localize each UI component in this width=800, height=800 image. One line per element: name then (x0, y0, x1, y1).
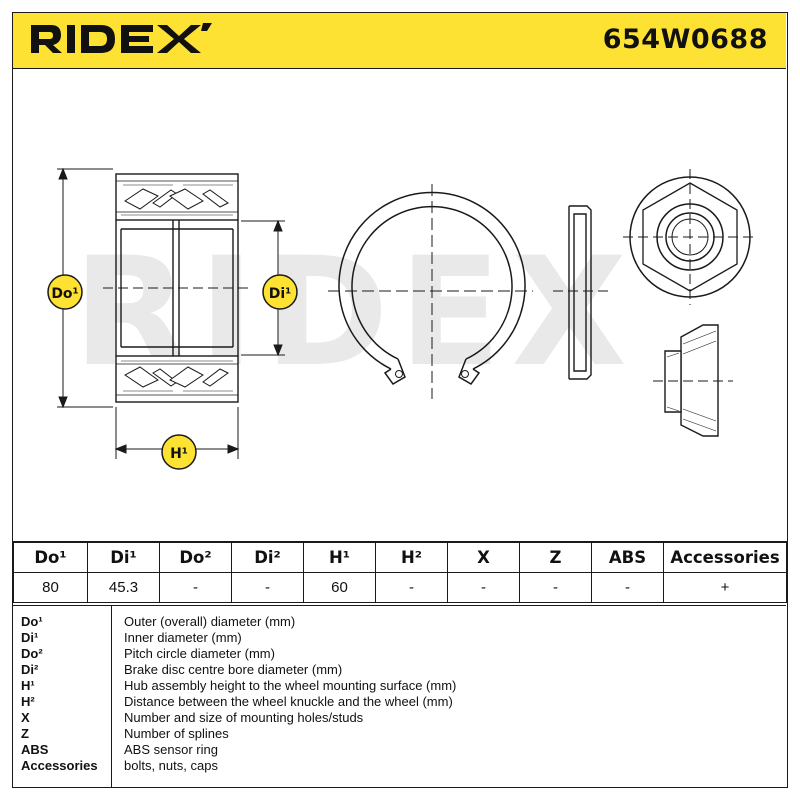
spec-value: - (375, 572, 448, 603)
circlip-drawing (328, 184, 533, 399)
spec-value: - (447, 572, 520, 603)
spec-header-row: Do¹ Di¹ Do² Di² H¹ H² X Z ABS Accessorie… (13, 541, 787, 573)
hex-nut-front (623, 169, 758, 305)
legend-row: X Number and size of mounting holes/stud… (13, 710, 786, 726)
spec-value: - (591, 572, 664, 603)
legend-key: ABS (21, 742, 49, 757)
legend-row: Z Number of splines (13, 726, 786, 742)
hex-nut-section (653, 324, 733, 437)
di-badge-label: Di¹ (269, 286, 292, 302)
legend-desc: ABS sensor ring (124, 742, 218, 757)
legend-key: H¹ (21, 678, 35, 693)
spec-value: - (519, 572, 592, 603)
do-badge-label: Do¹ (51, 286, 78, 302)
legend-desc: Pitch circle diameter (mm) (124, 646, 275, 661)
legend-key: H² (21, 694, 35, 709)
spec-value: - (159, 572, 232, 603)
legend-key: Accessories (21, 758, 98, 773)
technical-drawing: RIDEX (13, 69, 786, 535)
legend-row: Do¹ Outer (overall) diameter (mm) (13, 614, 786, 630)
legend-divider (111, 606, 112, 787)
legend-desc: Number and size of mounting holes/studs (124, 710, 364, 725)
legend-key: X (21, 710, 30, 725)
spec-header: ABS (591, 541, 664, 573)
di-badge: Di¹ (262, 274, 298, 310)
spec-value: 80 (13, 572, 88, 603)
legend-desc: Number of splines (124, 726, 229, 741)
legend-key: Do² (21, 646, 43, 661)
bearing-section (103, 173, 253, 403)
legend-key: Do¹ (21, 614, 43, 629)
spec-header: Do¹ (13, 541, 88, 573)
spec-value: + (663, 572, 787, 603)
legend: Do¹ Outer (overall) diameter (mm) Di¹ In… (13, 605, 786, 787)
seal-profile (553, 205, 608, 380)
legend-row: H¹ Hub assembly height to the wheel moun… (13, 678, 786, 694)
legend-key: Z (21, 726, 29, 741)
h-badge-label: H¹ (170, 446, 188, 462)
spec-value: 45.3 (87, 572, 160, 603)
legend-desc: Hub assembly height to the wheel mountin… (124, 678, 457, 693)
spec-value-row: 80 45.3 - - 60 - - - - + (13, 572, 787, 603)
spec-header: H¹ (303, 541, 376, 573)
spec-header: Z (519, 541, 592, 573)
legend-row: Accessories bolts, nuts, caps (13, 758, 786, 774)
legend-row: Di² Brake disc centre bore diameter (mm) (13, 662, 786, 678)
legend-row: Di¹ Inner diameter (mm) (13, 630, 786, 646)
legend-desc: Outer (overall) diameter (mm) (124, 614, 296, 629)
spec-value: - (231, 572, 304, 603)
spec-table: Do¹ Di¹ Do² Di² H¹ H² X Z ABS Accessorie… (13, 541, 787, 603)
header-bar: 654W0688 (13, 13, 786, 69)
legend-desc: bolts, nuts, caps (124, 758, 218, 773)
spec-value: 60 (303, 572, 376, 603)
legend-row: H² Distance between the wheel knuckle an… (13, 694, 786, 710)
drawing-canvas: RIDEX (47, 167, 758, 470)
spec-header: H² (375, 541, 448, 573)
legend-row: ABS ABS sensor ring (13, 742, 786, 758)
legend-desc: Distance between the wheel knuckle and t… (124, 694, 453, 709)
spec-header: Do² (159, 541, 232, 573)
spec-header: X (447, 541, 520, 573)
product-sheet: 654W0688 RIDEX (12, 12, 788, 788)
legend-key: Di² (21, 662, 39, 677)
spec-header: Accessories (663, 541, 787, 573)
h-badge: H¹ (161, 434, 197, 470)
spec-header: Di¹ (87, 541, 160, 573)
part-number: 654W0688 (602, 24, 768, 55)
spec-header: Di² (231, 541, 304, 573)
legend-desc: Brake disc centre bore diameter (mm) (124, 662, 343, 677)
legend-row: Do² Pitch circle diameter (mm) (13, 646, 786, 662)
legend-desc: Inner diameter (mm) (124, 630, 242, 645)
legend-key: Di¹ (21, 630, 39, 645)
do-badge: Do¹ (47, 274, 83, 310)
ridex-logo (31, 23, 212, 53)
